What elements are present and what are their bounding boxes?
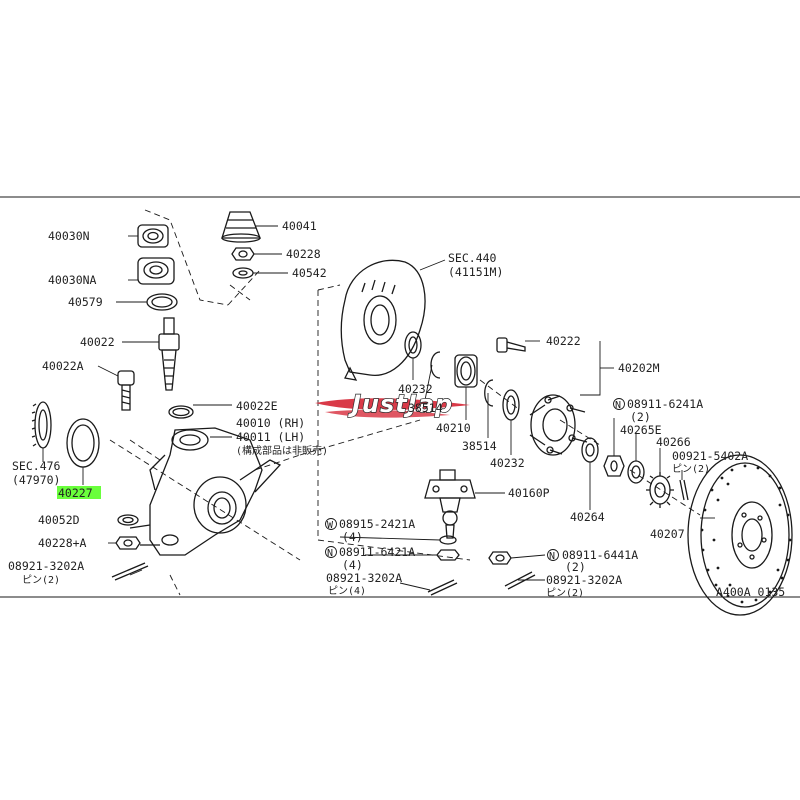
assembly-dashed-outlines	[109, 209, 701, 596]
n-symbol-6241-circle	[613, 398, 625, 410]
n-symbol-6421-circle	[325, 546, 337, 558]
bearing-40030N	[137, 224, 169, 248]
boot-40041	[221, 211, 261, 243]
watermark-logo: JustJap	[315, 389, 470, 419]
label-pin-mid-qty: ピン(4)	[328, 585, 366, 597]
seal-40232-outer	[502, 389, 520, 421]
bolt-40022A	[117, 370, 135, 411]
label-pin-right-qty: ピン(2)	[546, 587, 584, 599]
hub-40202M	[529, 394, 588, 456]
nut-40228	[231, 247, 255, 261]
label-pin-left: 08921-3202A	[8, 559, 84, 573]
pin-5402	[679, 479, 689, 501]
label-sec476: SEC.476	[12, 459, 61, 473]
rotor-40207	[687, 454, 793, 616]
label-40542: 40542	[292, 266, 327, 280]
backing-plate-41151M	[340, 259, 426, 381]
label-40022A: 40022A	[42, 359, 84, 373]
pin-mid	[427, 579, 458, 596]
n-symbol-6421: N	[327, 548, 333, 559]
washer-40264	[581, 437, 599, 463]
knuckle-40010	[129, 427, 282, 556]
nut-6441	[488, 551, 512, 565]
label-08911-6241A-qty: (2)	[630, 410, 651, 424]
hub-bolt-40222	[496, 337, 526, 353]
label-sec440-ref: (41151M)	[448, 265, 503, 279]
callout-labels: 40030N 40030NA 40579 40022 40022A 40022E…	[8, 219, 785, 599]
label-40030NA: 40030NA	[48, 273, 97, 287]
label-not-sold-note: (構成部品は非販売)	[236, 444, 328, 457]
pin-right	[504, 571, 536, 590]
nut-6241	[603, 455, 625, 477]
label-40010-rh: 40010 (RH)	[236, 416, 305, 430]
sensor-ring-47970	[31, 401, 52, 449]
washer-2421	[439, 535, 457, 545]
label-40264: 40264	[570, 510, 605, 524]
label-08915-2421A: 08915-2421A	[339, 517, 415, 531]
label-40052D: 40052D	[38, 513, 80, 527]
label-40030N: 40030N	[48, 229, 90, 243]
label-40232-outer: 40232	[490, 456, 525, 470]
label-pin-left-qty: ピン(2)	[22, 574, 60, 586]
label-38514-outer: 38514	[462, 439, 497, 453]
bearing-40210	[454, 354, 478, 388]
nut-40228A	[115, 536, 141, 550]
label-40041: 40041	[282, 219, 317, 233]
leader-lines	[42, 225, 715, 591]
label-08911-6241A: 08911-6241A	[627, 397, 703, 411]
label-pin-mid: 08921-3202A	[326, 571, 402, 585]
bearing-40030NA	[137, 257, 175, 285]
label-pin-5402-qty: ピン(2)	[672, 463, 710, 475]
nut-6421	[436, 549, 460, 561]
washer-40265E	[627, 460, 645, 484]
n-symbol-6441: N	[549, 551, 555, 562]
washer-40542	[232, 267, 254, 279]
label-40210: 40210	[436, 421, 471, 435]
label-pin-5402: 00921-5402A	[672, 449, 748, 463]
seal-40227	[66, 418, 100, 468]
label-pin-right: 08921-3202A	[546, 573, 622, 587]
w-symbol-2421: W	[327, 520, 334, 531]
watermark-text: JustJap	[348, 390, 453, 418]
label-08911-6421A: 08911-6421A	[339, 545, 415, 559]
label-08911-6441A: 08911-6441A	[562, 548, 638, 562]
label-40579: 40579	[68, 295, 103, 309]
seal-40022E	[168, 405, 194, 419]
snap-ring-38514-outer	[484, 379, 494, 407]
label-40227: 40227	[58, 486, 93, 500]
label-40222: 40222	[546, 334, 581, 348]
label-08911-6441A-qty: (2)	[565, 560, 586, 574]
label-sec440: SEC.440	[448, 251, 497, 265]
label-40228A: 40228+A	[38, 536, 87, 550]
label-40011-lh: 40011 (LH)	[236, 430, 305, 444]
label-40228: 40228	[286, 247, 321, 261]
lock-40266	[646, 472, 674, 508]
ring-40579	[146, 293, 178, 311]
washer-40052D	[117, 514, 139, 526]
drawing-code: A400A 0135	[716, 585, 785, 599]
label-08915-2421A-qty: (4)	[342, 530, 363, 544]
label-40207: 40207	[650, 527, 685, 541]
kingpin-40022	[158, 317, 180, 391]
w-symbol-2421-circle	[325, 518, 337, 530]
n-symbol-6241: N	[615, 400, 621, 411]
label-38514-inner: 38514	[408, 401, 443, 415]
label-40022: 40022	[80, 335, 115, 349]
highlight-40227	[57, 486, 101, 499]
label-40265E: 40265E	[620, 423, 662, 437]
label-40022E: 40022E	[236, 399, 278, 413]
ball-joint-40160P	[424, 469, 476, 539]
label-40232-inner: 40232	[398, 382, 433, 396]
seal-40232-inner	[404, 331, 422, 359]
label-08911-6421A-qty: (4)	[342, 558, 363, 572]
snap-ring-38514-inner	[430, 351, 441, 379]
label-40202M: 40202M	[618, 361, 660, 375]
pin-left	[111, 562, 149, 581]
label-40160P: 40160P	[508, 486, 550, 500]
n-symbol-6441-circle	[547, 549, 559, 561]
label-sec476-ref: (47970)	[12, 473, 60, 487]
label-40266: 40266	[656, 435, 691, 449]
